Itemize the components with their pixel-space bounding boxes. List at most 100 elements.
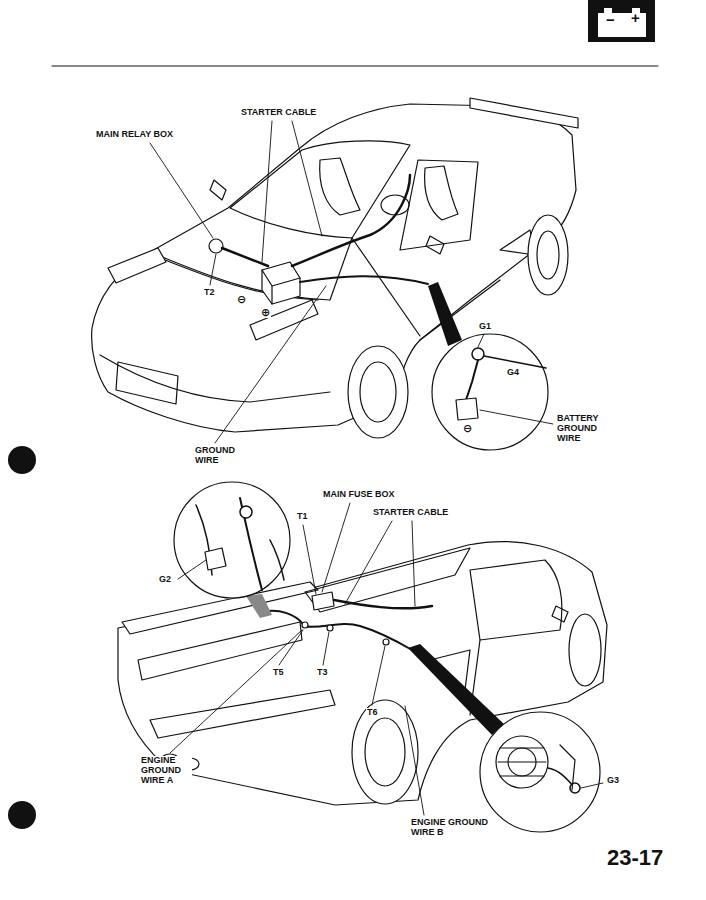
leader-line xyxy=(322,503,350,592)
ground-number: G4 xyxy=(506,368,520,378)
leader-line xyxy=(150,121,553,443)
car-rear-view xyxy=(302,622,308,628)
leader-line xyxy=(412,521,415,606)
car-front-view xyxy=(116,362,178,404)
car-rear-view xyxy=(138,622,302,680)
part-name: ENGINE GROUND WIRE B xyxy=(410,818,497,838)
car-front-view xyxy=(262,270,300,304)
car-rear-view xyxy=(327,625,333,631)
car-front-view xyxy=(230,141,410,238)
leader-line xyxy=(210,254,216,285)
car-front-view xyxy=(300,276,428,284)
car-rear-view xyxy=(569,614,601,686)
inset-detail xyxy=(496,736,548,788)
part-name: MAIN FUSE BOX xyxy=(322,490,396,500)
leader-line xyxy=(581,783,603,788)
terminal-number: T2 xyxy=(203,288,216,298)
inset-detail xyxy=(240,498,262,590)
car-front-view xyxy=(210,180,226,200)
ground-number: G3 xyxy=(606,776,620,786)
inset-detail xyxy=(205,548,226,570)
car-front-view xyxy=(425,166,458,220)
inset-detail xyxy=(498,748,546,776)
inset-detail xyxy=(432,334,548,450)
inset-detail xyxy=(480,712,600,832)
car-front-view xyxy=(470,98,578,128)
part-name: GROUND WIRE xyxy=(194,446,246,466)
leader-line xyxy=(405,706,424,815)
car-front-view xyxy=(400,160,478,250)
car-front-view xyxy=(348,346,408,438)
inset-detail xyxy=(174,482,290,598)
header xyxy=(52,0,658,66)
car-front-view xyxy=(528,215,568,295)
car-front-view xyxy=(352,238,420,336)
terminal-number: T3 xyxy=(316,668,329,678)
terminal-number: T1 xyxy=(296,512,309,522)
inset-detail xyxy=(432,334,548,450)
header xyxy=(588,0,655,42)
car-front-view xyxy=(320,158,360,215)
inset-detail xyxy=(466,360,478,400)
part-name: BATTERY GROUND WIRE xyxy=(556,414,610,444)
leader-line xyxy=(215,286,326,443)
car-front-view xyxy=(100,355,330,402)
car-rear-view xyxy=(365,718,405,786)
terminal-number: T5 xyxy=(272,668,285,678)
car-front-view xyxy=(428,282,462,346)
leader-line xyxy=(372,646,385,705)
inset-detail xyxy=(472,348,484,360)
car-front-view xyxy=(108,248,166,283)
car-rear-view xyxy=(408,644,505,735)
car-rear-view xyxy=(246,594,272,618)
part-name: STARTER CABLE xyxy=(372,508,449,518)
part-name: STARTER CABLE xyxy=(240,108,317,118)
part-name: MAIN RELAY BOX xyxy=(95,130,174,140)
ground-number: G1 xyxy=(478,322,492,332)
car-front-view xyxy=(537,231,559,279)
leader-line xyxy=(170,630,302,753)
car-rear-view xyxy=(552,606,568,622)
ground-number: G2 xyxy=(158,575,172,585)
polarity-symbol: ⊕ xyxy=(260,306,271,318)
inset-detail xyxy=(270,540,284,580)
polarity-symbol: ⊖ xyxy=(462,422,473,434)
binder-hole xyxy=(8,446,36,474)
inset-detail xyxy=(560,745,575,790)
car-rear-view xyxy=(303,624,412,650)
leader-line xyxy=(178,560,206,579)
car-front-view xyxy=(360,362,396,422)
car-front-view xyxy=(262,262,300,304)
car-rear-view xyxy=(334,600,432,608)
car-rear-view xyxy=(305,548,470,612)
inset-detail xyxy=(240,506,252,518)
car-front-view xyxy=(222,248,268,266)
leader-line xyxy=(292,121,322,236)
battery-icon-sign: − xyxy=(605,12,616,29)
car-front-view xyxy=(209,239,223,253)
leader-line xyxy=(478,334,484,347)
terminal-number: T6 xyxy=(366,708,379,718)
leader-line xyxy=(150,143,213,238)
leader-line xyxy=(323,632,329,665)
car-rear-view xyxy=(312,592,334,610)
car-rear-view xyxy=(150,690,335,738)
car-front-view xyxy=(426,236,444,254)
polarity-symbol: ⊖ xyxy=(236,293,247,305)
car-rear-view xyxy=(470,560,562,640)
page-number: 23-17 xyxy=(606,846,664,870)
inset-detail xyxy=(484,356,546,368)
car-rear-view xyxy=(352,700,418,804)
header xyxy=(52,66,658,67)
binder-hole xyxy=(8,446,36,829)
car-front-view xyxy=(250,300,318,340)
inset-detail xyxy=(480,712,600,832)
inset-detail xyxy=(456,398,478,420)
leader-line xyxy=(345,521,392,604)
inset-detail xyxy=(174,482,290,598)
leader-line xyxy=(170,503,603,815)
leader-line xyxy=(262,121,272,262)
battery-icon-sign: + xyxy=(630,10,641,27)
car-front-view xyxy=(150,238,352,300)
